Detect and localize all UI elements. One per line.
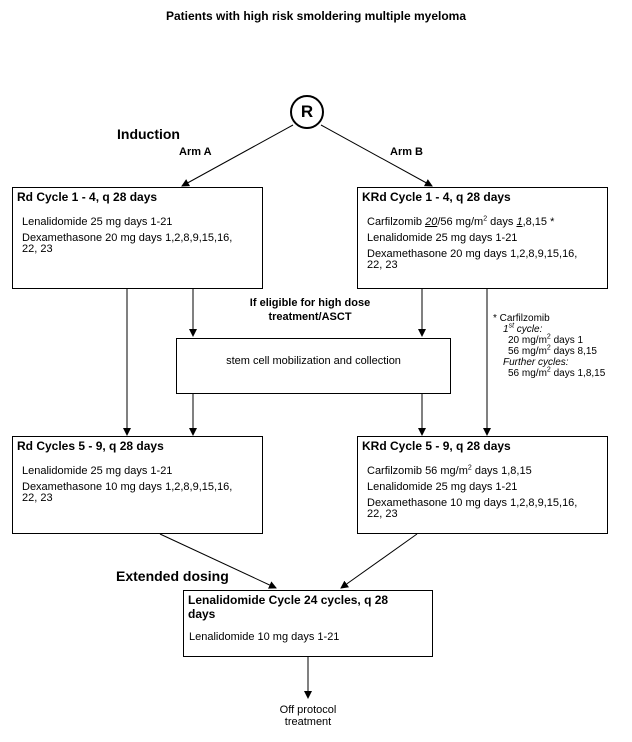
text: st	[508, 322, 515, 330]
box-krd-cycle-5-9: KRd Cycle 5 - 9, q 28 days Carfilzomib 5…	[357, 436, 608, 534]
box-line: 22, 23	[22, 492, 53, 504]
note-line: 20 mg/m2 days 1	[508, 333, 605, 346]
text: days	[487, 216, 517, 228]
box-header: KRd Cycle 1 - 4, q 28 days	[362, 190, 511, 204]
box-rd-cycle-1-4: Rd Cycle 1 - 4, q 28 days Lenalidomide 2…	[12, 187, 263, 289]
text: days 1,8,15	[471, 465, 532, 477]
text: 20 mg/m	[508, 335, 547, 346]
note-line: * Carfilzomib	[493, 313, 550, 324]
box-header: Rd Cycle 1 - 4, q 28 days	[17, 190, 158, 204]
text: 56 mg/m	[508, 368, 547, 379]
text: treatment	[284, 716, 332, 728]
box-line: Dexamethasone 10 mg days 1,2,8,9,15,16,	[367, 497, 578, 509]
box-line: Dexamethasone 10 mg days 1,2,8,9,15,16,	[22, 481, 233, 493]
note-line: Further cycles:	[503, 357, 569, 368]
text: 20	[425, 216, 438, 228]
note-line: 56 mg/m2 days 1,8,15	[508, 366, 606, 379]
off-protocol-label: Off protocol treatment	[258, 704, 358, 728]
text: Carfilzomib 56 mg/m	[367, 465, 468, 477]
text: 2	[546, 366, 551, 374]
box-line: Lenalidomide 25 mg days 1-21	[22, 216, 173, 228]
box-header: Rd Cycles 5 - 9, q 28 days	[17, 439, 164, 453]
text: 1	[516, 216, 523, 228]
text: 1	[503, 324, 509, 335]
eligibility-label: If eligible for high dose treatment/ASCT	[249, 297, 371, 323]
box-line: stem cell mobilization and collection	[226, 355, 401, 367]
text: Off protocol	[279, 704, 337, 716]
arm-b-label: Arm B	[390, 146, 424, 158]
box-header: days	[188, 607, 216, 621]
text: 56 mg/m	[508, 346, 547, 357]
box-line: 22, 23	[367, 508, 398, 520]
text: days 8,15	[550, 346, 597, 357]
box-line: Dexamethasone 20 mg days 1,2,8,9,15,16,	[22, 232, 233, 244]
box-stem-cell: stem cell mobilization and collection	[176, 338, 451, 394]
arrow-r-to-arm-b	[320, 124, 433, 187]
box-line: Lenalidomide 10 mg days 1-21	[189, 631, 340, 643]
text: 2	[467, 464, 472, 472]
text: cycle:	[514, 324, 543, 335]
note-line: 1st cycle:	[503, 322, 605, 335]
box-line: 22, 23	[367, 259, 398, 271]
text: /56 mg/m	[437, 216, 484, 228]
arm-a-label: Arm A	[179, 146, 212, 158]
text: Carfilzomib	[367, 216, 426, 228]
box-line: Lenalidomide 25 mg days 1-21	[22, 465, 173, 477]
text: ,8,15 *	[522, 216, 555, 228]
box-krd-cycle-1-4: KRd Cycle 1 - 4, q 28 days Carfilzomib 2…	[357, 187, 608, 289]
box-line: Dexamethasone 20 mg days 1,2,8,9,15,16,	[367, 248, 578, 260]
arrow-b2-to-len	[340, 533, 418, 589]
box-line-carfilzomib: Carfilzomib 20/56 mg/m2 days 1,8,15 *	[367, 215, 607, 228]
diagram-title: Patients with high risk smoldering multi…	[165, 9, 467, 23]
box-header: Lenalidomide Cycle 24 cycles, q 28	[188, 593, 389, 607]
carfilzomib-footnote: * Carfilzomib 1st cycle: 20 mg/m2 days 1…	[493, 313, 605, 379]
induction-label: Induction	[117, 126, 180, 142]
arrow-r-to-arm-a	[181, 124, 294, 187]
box-line: Lenalidomide 25 mg days 1-21	[367, 481, 518, 493]
box-line: Lenalidomide 25 mg days 1-21	[367, 232, 518, 244]
note-line: 56 mg/m2 days 8,15	[508, 344, 605, 357]
arrow-a2-to-len	[159, 533, 277, 589]
box-lenalidomide-24-cycles: Lenalidomide Cycle 24 cycles, q 28 days …	[183, 590, 433, 657]
box-rd-cycles-5-9: Rd Cycles 5 - 9, q 28 days Lenalidomide …	[12, 436, 263, 534]
text: 2	[483, 215, 488, 223]
randomization-node: R	[290, 95, 324, 129]
box-header: KRd Cycle 5 - 9, q 28 days	[362, 439, 511, 453]
text: 2	[546, 333, 551, 341]
box-line: 22, 23	[22, 243, 53, 255]
text: 2	[546, 344, 551, 352]
text: days 1	[550, 335, 584, 346]
extended-dosing-label: Extended dosing	[116, 568, 229, 584]
box-line-carfilzomib: Carfilzomib 56 mg/m2 days 1,8,15	[367, 464, 607, 477]
text: days 1,8,15	[550, 368, 606, 379]
